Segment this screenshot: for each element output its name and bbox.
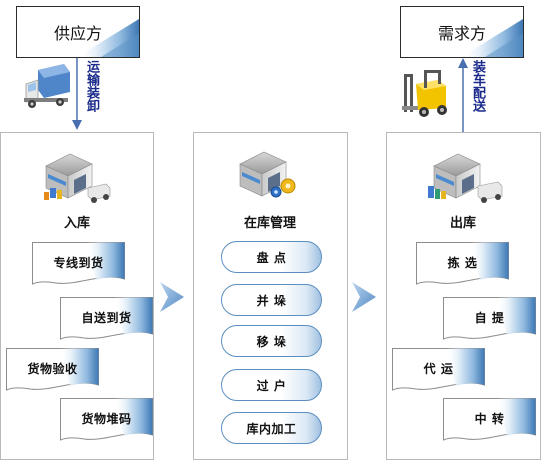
storage-step-label: 移 垛 (256, 335, 287, 349)
card-shape (60, 398, 153, 441)
inbound-step-2: 自送到货 (60, 297, 153, 341)
storage-step-label: 过 户 (256, 379, 287, 393)
card-shape (60, 297, 153, 340)
outbound-step-4: 中 转 (443, 398, 536, 442)
pill-shape (221, 412, 322, 444)
truck-icon (24, 64, 70, 108)
storage-step-4: 过 户 (221, 369, 322, 402)
card-shape (443, 297, 536, 340)
inbound-step-4: 货物堆码 (60, 398, 153, 442)
storage-step-5: 库内加工 (221, 412, 322, 445)
inbound-step-label: 货物堆码 (81, 411, 132, 426)
outbound-step-label: 代 运 (423, 361, 454, 376)
demand-box-decoration (461, 19, 523, 57)
storage-step-1: 盘 点 (221, 241, 322, 274)
storage-step-2: 并 垛 (221, 284, 322, 317)
inbound-step-3: 货物验收 (6, 348, 99, 392)
card-shape (443, 398, 536, 441)
inbound-step-label: 货物验收 (27, 361, 78, 376)
storage-step-label: 并 垛 (256, 294, 287, 308)
inbound-step-label: 专线到货 (53, 255, 104, 270)
card-shape (6, 348, 99, 391)
demand-box: 需求方 (400, 6, 524, 58)
outbound-step-label: 中 转 (474, 411, 505, 426)
outbound-step-label: 拣 选 (447, 255, 478, 270)
transport-label: 运输装卸 (84, 60, 99, 112)
pill-shape (221, 284, 322, 316)
pill-shape (221, 325, 322, 357)
warehouse-outbound-icon (428, 153, 503, 203)
inbound-title: 入库 (63, 216, 90, 231)
outbound-title: 出库 (449, 216, 476, 231)
supplier-box-decoration (77, 19, 139, 57)
outbound-step-label: 自 提 (474, 310, 505, 325)
supplier-label: 供应方 (53, 24, 102, 43)
card-shape (32, 242, 125, 285)
storage-step-label: 盘 点 (256, 251, 287, 265)
delivery-label: 装车配送 (470, 60, 485, 112)
inbound-step-label: 自送到货 (81, 310, 132, 325)
supplier-box: 供应方 (16, 6, 140, 58)
demand-label: 需求方 (437, 24, 486, 43)
warehouse-inbound-icon (44, 153, 111, 203)
outbound-step-2: 自 提 (443, 297, 536, 341)
card-shape (392, 348, 485, 391)
transport-arrow (72, 58, 82, 130)
delivery-arrow (458, 58, 468, 132)
storage-step-3: 移 垛 (221, 325, 322, 358)
inbound-step-1: 专线到货 (32, 242, 125, 286)
pill-shape (221, 369, 322, 401)
chevron-right-icon (160, 282, 184, 312)
pill-shape (221, 241, 322, 273)
card-shape (416, 242, 509, 285)
chevron-right-icon (352, 282, 376, 312)
outbound-step-3: 代 运 (392, 348, 485, 392)
forklift-icon (402, 70, 447, 117)
outbound-step-1: 拣 选 (416, 242, 509, 286)
storage-step-label: 库内加工 (246, 422, 297, 436)
warehouse-storage-icon (239, 151, 296, 198)
storage-title: 在库管理 (243, 216, 296, 231)
